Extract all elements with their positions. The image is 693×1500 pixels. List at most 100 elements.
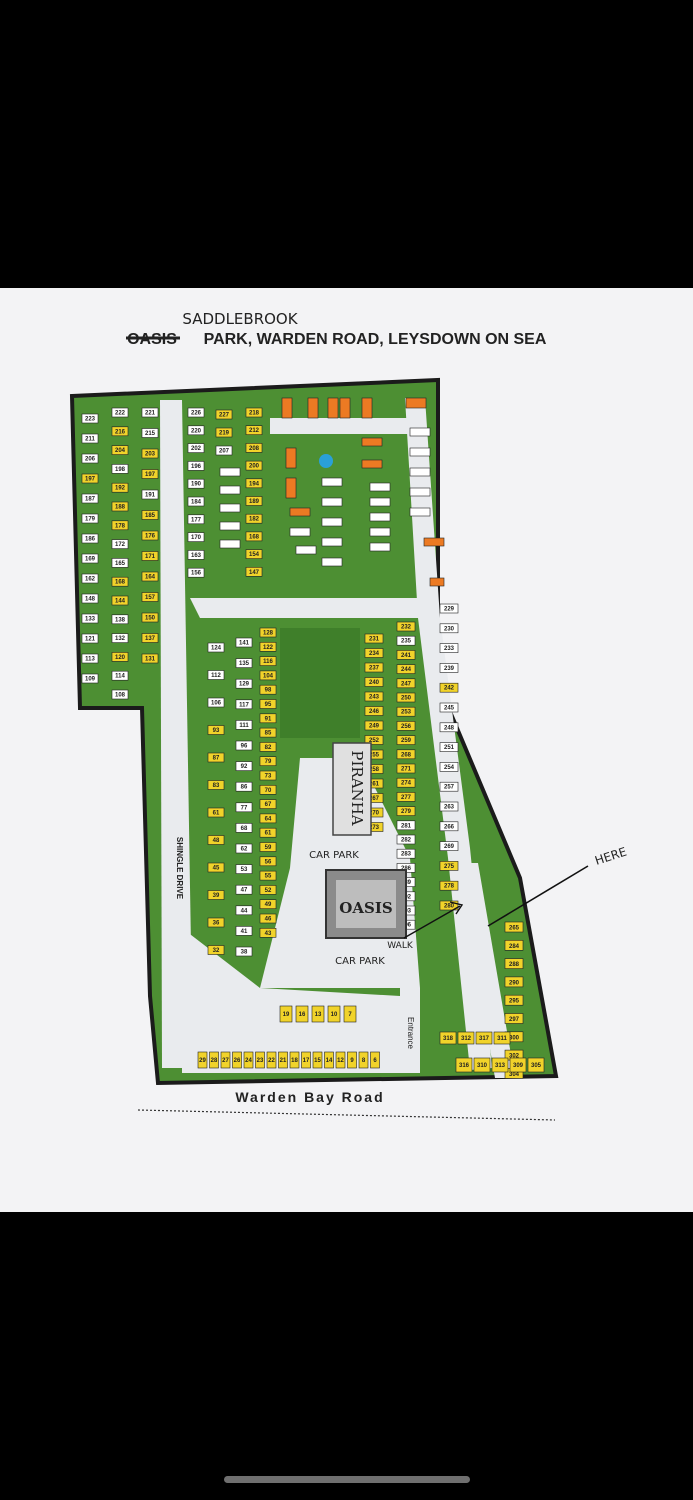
plot-106: 106 <box>207 697 225 708</box>
plot-number: 197 <box>85 477 96 483</box>
plot-62: 62 <box>235 843 253 854</box>
plot-number: 313 <box>495 1063 506 1069</box>
road-dotted-line <box>137 1109 556 1121</box>
plot-226: 226 <box>187 407 205 418</box>
orange-plot <box>361 459 383 469</box>
white-plot <box>219 521 241 531</box>
plot-305: 305 <box>527 1057 545 1073</box>
white-plot <box>409 467 431 477</box>
orange-plot <box>285 447 297 469</box>
plot-9: 9 <box>347 1051 357 1069</box>
plot-109: 109 <box>81 673 99 684</box>
plot-number: 242 <box>444 686 455 692</box>
plot-number: 46 <box>265 917 272 923</box>
plot-46: 46 <box>259 913 277 924</box>
plot-182: 182 <box>245 513 263 524</box>
plot-83: 83 <box>207 780 225 790</box>
plot-number: 131 <box>145 657 156 663</box>
plot-number: 108 <box>115 693 126 699</box>
plot-number: 18 <box>291 1058 298 1064</box>
plot-number: 24 <box>245 1058 252 1064</box>
plot-number: 290 <box>509 980 520 986</box>
plot-number: 55 <box>265 874 272 880</box>
plot-52: 52 <box>259 885 277 895</box>
plot-14: 14 <box>324 1051 334 1069</box>
plot-number: 233 <box>444 646 455 652</box>
plot-120: 120 <box>111 652 129 662</box>
plot-number: 137 <box>145 636 156 642</box>
plot-131: 131 <box>141 653 159 664</box>
plot-129: 129 <box>235 678 253 689</box>
plot-number: 254 <box>444 765 455 771</box>
plot-64: 64 <box>259 813 277 824</box>
plot-189: 189 <box>245 496 263 506</box>
plot-198: 198 <box>111 464 129 474</box>
plot-number: 96 <box>241 744 248 750</box>
plot-number: 281 <box>401 823 412 829</box>
orange-plot <box>281 397 293 419</box>
white-plot <box>321 477 343 487</box>
plot-number: 248 <box>444 725 455 731</box>
plot-number: 177 <box>191 517 202 523</box>
map-title: PARK, WARDEN ROAD, LEYSDOWN ON SEA <box>204 331 547 348</box>
plot-256: 256 <box>396 721 416 731</box>
plot-number: 288 <box>509 962 520 968</box>
plot-36: 36 <box>207 917 225 928</box>
plot-number: 91 <box>265 716 272 722</box>
plot-number: 186 <box>85 537 96 543</box>
plot-197: 197 <box>81 473 99 484</box>
plot-number: 263 <box>444 805 455 811</box>
plot-53: 53 <box>235 864 253 874</box>
white-plot <box>369 482 391 492</box>
plot-177: 177 <box>187 514 205 525</box>
plot-68: 68 <box>235 823 253 833</box>
plot-number: 86 <box>241 785 248 791</box>
plot-156: 156 <box>187 567 205 578</box>
plot-number: 52 <box>265 888 272 894</box>
plot-number: 21 <box>280 1058 287 1064</box>
plot-number: 261 <box>369 782 380 788</box>
plot-number: 70 <box>265 788 272 794</box>
plot-288: 288 <box>504 958 524 969</box>
plot-44: 44 <box>235 905 253 916</box>
plot-265: 265 <box>504 921 524 933</box>
white-plot <box>369 527 391 537</box>
plot-124: 124 <box>207 642 225 653</box>
orange-plot <box>327 397 339 419</box>
plot-229: 229 <box>439 603 459 614</box>
plot-211: 211 <box>81 433 99 444</box>
plot-275: 275 <box>439 861 459 871</box>
plot-number: 83 <box>213 783 220 789</box>
plot-number: 255 <box>369 753 380 759</box>
shingle-drive-road <box>160 400 192 1068</box>
plot-19: 19 <box>279 1005 293 1023</box>
plot-number: 64 <box>265 816 272 822</box>
plot-number: 282 <box>401 838 412 844</box>
plot-206: 206 <box>81 453 99 464</box>
plot-number: 190 <box>191 482 202 488</box>
plot-87: 87 <box>207 752 225 763</box>
plot-number: 208 <box>249 446 260 452</box>
plot-number: 252 <box>369 738 380 744</box>
plot-297: 297 <box>504 1013 524 1024</box>
plot-number: 162 <box>85 577 96 583</box>
plot-number: 12 <box>337 1058 344 1064</box>
plot-number: 235 <box>401 639 412 645</box>
plot-219: 219 <box>215 427 233 438</box>
home-indicator[interactable] <box>224 1476 470 1483</box>
plot-240: 240 <box>364 677 384 687</box>
walk-label: WALK <box>387 941 414 951</box>
plot-number: 178 <box>115 523 126 529</box>
plot-18: 18 <box>289 1051 300 1069</box>
plot-number: 59 <box>265 845 272 851</box>
plot-295: 295 <box>504 994 524 1006</box>
walk-arrow-head <box>449 901 464 915</box>
plot-number: 77 <box>241 805 248 811</box>
plot-number: 117 <box>239 702 249 708</box>
plot-number: 61 <box>265 831 272 837</box>
plot-number: 305 <box>531 1063 542 1069</box>
plot-234: 234 <box>364 648 384 658</box>
plot-218: 218 <box>245 407 263 418</box>
white-plot <box>321 517 343 527</box>
plot-number: 6 <box>373 1058 377 1064</box>
